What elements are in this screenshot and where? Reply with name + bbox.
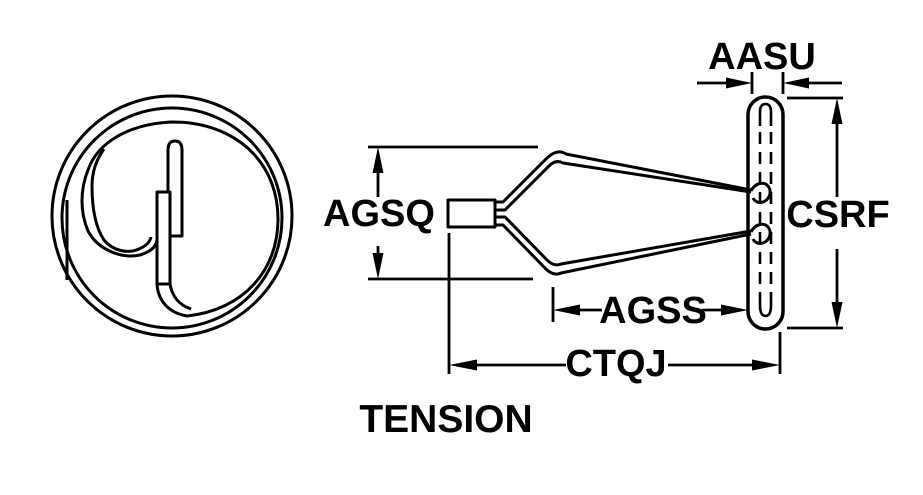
ctqj-arrow-left-pointing [449,359,477,371]
coil-outer-ring [50,94,294,338]
label-csrf: CSRF [786,194,890,236]
bar-hidden-bottom-u [758,298,773,318]
clip-lower-wire-outer [495,223,752,276]
coil-second-turn-inner-edge [90,148,153,253]
dimension-lines [368,72,843,374]
dim-agsq [368,145,538,281]
clip-upper-wire-inner [495,160,752,212]
label-agsq: AGSQ [323,193,435,235]
label-ctqj: CTQJ [565,343,667,385]
dim-csrf [787,96,843,330]
bar-hidden-top-arch [758,102,773,126]
caption-tension: TENSION [359,398,533,441]
clip-cross-bar [746,95,785,331]
agsq-arrow-up [372,147,384,173]
aasu-arrow-right-pointing [726,77,752,89]
clip-eye-end [446,198,497,229]
csrf-arrow-down [831,302,843,328]
ctqj-arrow-right-pointing [752,359,780,371]
end-view-coil [50,94,294,338]
dim-aasu [697,72,842,94]
aasu-arrow-left-pointing [783,77,809,89]
csrf-arrow-up [831,98,843,124]
coil-center-hook-inner [168,283,192,311]
clip-bar-hidden-wire [758,102,773,318]
side-view-clip [446,95,785,331]
clip-upper-wire-outer [495,150,752,204]
agss-arrow-right-pointing [721,304,748,316]
clip-lower-wire-inner [495,215,752,267]
label-aasu: AASU [708,36,816,78]
agss-arrow-left-pointing [553,304,580,316]
dim-ctqj [447,233,782,374]
dim-agss [551,287,748,322]
coil-end-tab-front [155,190,172,286]
agsq-arrow-down [372,253,384,279]
coil-ring-inner-edge [60,106,284,330]
coil-second-turn [80,120,280,318]
label-agss: AGSS [599,290,707,332]
